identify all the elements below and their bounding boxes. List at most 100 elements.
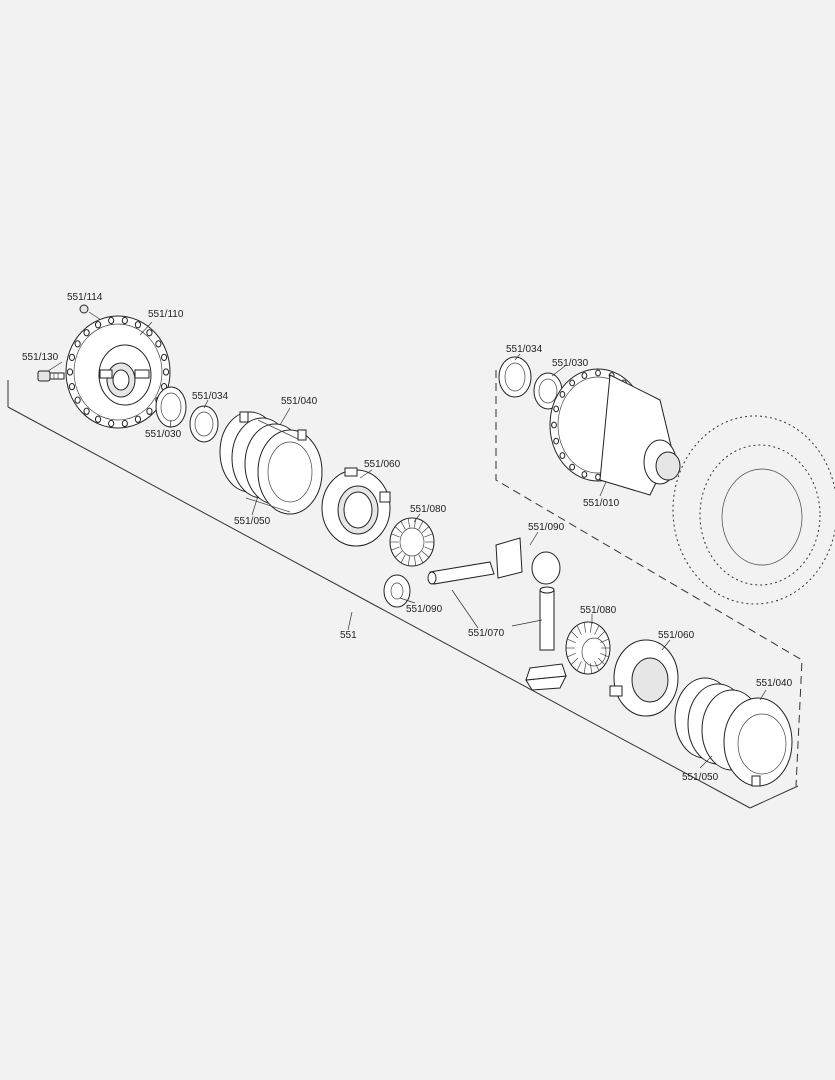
part-lower-pinion xyxy=(525,663,567,691)
gear-tooth xyxy=(424,533,433,538)
part-labels: 551/114 551/110 551/130 551/034 551/030 … xyxy=(22,292,793,783)
part-551-010-differential-housing xyxy=(549,368,681,496)
part-551-090-right-pinion-upper xyxy=(495,537,561,585)
part-551-110-flange-housing xyxy=(65,315,171,429)
ring-gear xyxy=(672,415,835,605)
gear-tooth xyxy=(391,546,400,551)
part-551-080-right-side-gear xyxy=(565,621,611,675)
label-551-070: 551/070 xyxy=(468,628,505,639)
bolt-hole xyxy=(162,368,170,376)
gear-tooth xyxy=(407,556,411,566)
bolt-hole xyxy=(595,369,601,377)
bolt-hole xyxy=(121,419,128,428)
bolt-hole xyxy=(559,391,566,398)
bolt-hole xyxy=(553,405,560,413)
gear-tooth xyxy=(597,631,606,639)
label-551-080-right: 551/080 xyxy=(580,605,617,616)
gear-tooth xyxy=(567,653,576,658)
bolt-hole xyxy=(146,407,153,415)
gear-tooth xyxy=(407,518,411,528)
bolt-hole xyxy=(68,383,76,391)
label-551-030-left: 551/030 xyxy=(145,429,182,440)
bolt-hole xyxy=(108,316,115,325)
bolt-hole xyxy=(559,452,566,459)
part-551-034-left-thrust-washer xyxy=(189,405,219,443)
bolt-hole xyxy=(581,471,588,478)
part-551-034-right-thrust-washer xyxy=(498,356,532,398)
part-551-070-cross-shaft xyxy=(427,561,495,585)
part-vertical-shaft xyxy=(539,586,555,651)
label-551-034-right: 551/034 xyxy=(506,344,543,355)
gear-tooth xyxy=(570,657,579,665)
label-551-130: 551/130 xyxy=(22,352,59,363)
part-551-060-left-pressure-ring xyxy=(321,467,391,547)
gear-tooth xyxy=(576,661,582,671)
gear-tooth xyxy=(567,638,576,643)
gear-tooth xyxy=(421,526,430,534)
gear-tooth xyxy=(597,657,606,665)
gear-tooth xyxy=(394,526,403,534)
bolt-hole xyxy=(74,396,81,404)
bolt-hole xyxy=(160,353,168,361)
label-551-040-left: 551/040 xyxy=(281,396,318,407)
label-551-050-left: 551/050 xyxy=(234,516,271,527)
gear-tooth xyxy=(570,631,579,639)
gear-tooth xyxy=(424,546,433,551)
gear-tooth xyxy=(583,663,587,674)
part-551-040-050-right-clutch-pack xyxy=(674,677,793,787)
label-551-080-left: 551/080 xyxy=(410,504,447,515)
bolt-hole xyxy=(553,437,560,445)
gear-tooth xyxy=(589,622,593,633)
bolt-hole xyxy=(74,340,81,348)
gear-tooth xyxy=(418,521,424,530)
part-551-130-bolt xyxy=(37,370,65,382)
part-551-090-left-pinion xyxy=(383,574,411,608)
gear-tooth xyxy=(391,533,400,538)
bolt-hole xyxy=(121,316,128,325)
gear-tooth xyxy=(421,550,430,558)
label-551-060-right: 551/060 xyxy=(658,630,695,641)
bolt-hole xyxy=(581,372,588,379)
gear-tooth xyxy=(600,653,609,658)
bolt-hole xyxy=(155,340,162,348)
bolt-hole xyxy=(94,321,102,329)
gear-tooth xyxy=(583,622,587,633)
part-551-080-left-side-gear xyxy=(389,517,435,567)
gear-tooth xyxy=(418,554,424,563)
bolt-hole xyxy=(569,463,576,471)
bolt-hole xyxy=(134,415,142,423)
label-551-090-left: 551/090 xyxy=(406,604,443,615)
label-551-114: 551/114 xyxy=(67,292,103,303)
part-551-114-bolt xyxy=(79,304,102,321)
bolt-hole xyxy=(108,419,115,428)
bolt-hole xyxy=(146,329,153,337)
gear-tooth xyxy=(413,556,417,566)
label-551-090-right: 551/090 xyxy=(528,522,565,533)
gear-tooth xyxy=(589,663,593,674)
label-551-040-right: 551/040 xyxy=(756,678,793,689)
bolt-hole xyxy=(83,407,90,415)
label-551-010: 551/010 xyxy=(583,498,620,509)
part-551-040-050-left-clutch-pack xyxy=(219,411,323,515)
gear-tooth xyxy=(576,625,582,635)
gear-tooth xyxy=(594,625,600,635)
bolt-hole xyxy=(68,353,76,361)
label-assembly-551: 551 xyxy=(340,630,357,641)
label-551-034-left: 551/034 xyxy=(192,391,229,402)
label-551-050-right: 551/050 xyxy=(682,772,719,783)
label-551-030-right: 551/030 xyxy=(552,358,589,369)
bolt-hole xyxy=(134,321,142,329)
bolt-hole xyxy=(94,415,102,423)
gear-tooth xyxy=(400,554,406,563)
label-551-060-left: 551/060 xyxy=(364,459,401,470)
bolt-hole xyxy=(569,379,576,387)
label-551-110: 551/110 xyxy=(148,309,184,320)
gear-tooth xyxy=(400,521,406,530)
gear-tooth xyxy=(594,661,600,671)
assembly-bracket xyxy=(7,370,803,809)
part-551-060-right-pressure-ring xyxy=(609,639,679,717)
bolt-hole xyxy=(66,368,74,376)
bolt-hole xyxy=(83,329,90,337)
bolt-hole xyxy=(551,421,557,429)
